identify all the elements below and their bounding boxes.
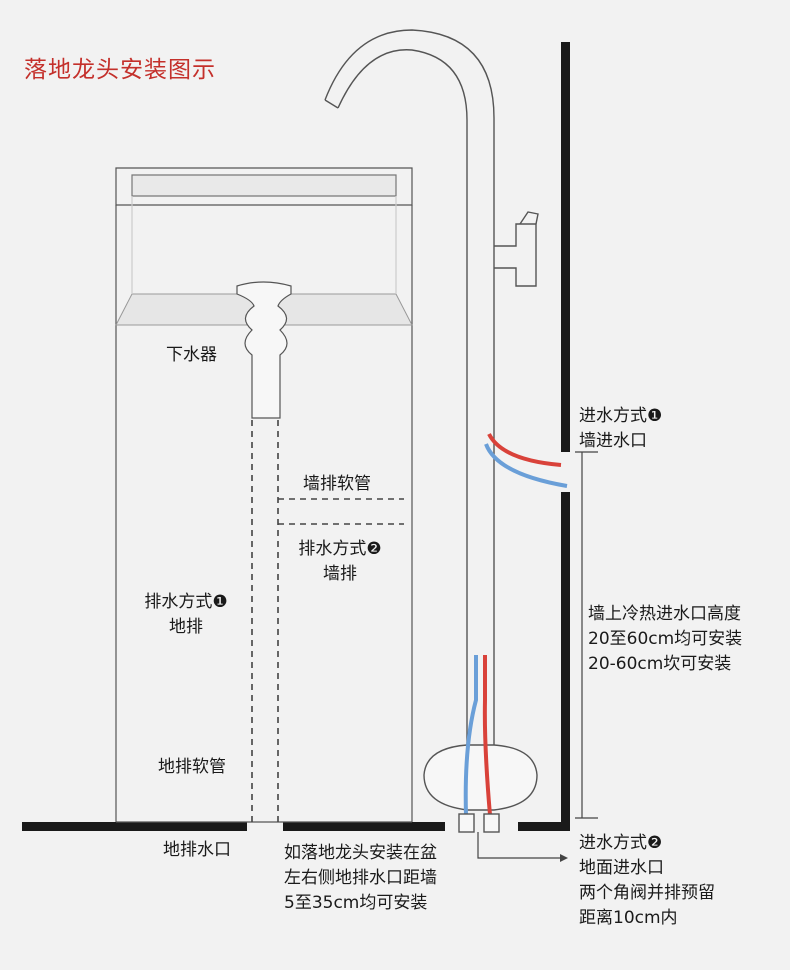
water-inlet-1-title: 进水方式❶	[579, 406, 663, 426]
cold-pipe-floor	[463, 655, 478, 816]
angle-valve-cold	[458, 813, 475, 833]
wall-upper	[561, 42, 570, 452]
floor-note-line-2: 左右侧地排水口距墙	[284, 868, 437, 888]
wall-height-line-3: 20-60cm坎可安装	[588, 654, 732, 674]
faucet-drawing	[324, 29, 539, 811]
drain-dashed	[251, 420, 404, 822]
floor-placement-note: 如落地龙头安装在盆 左右侧地排水口距墙 5至35cm均可安装	[284, 841, 437, 916]
floor-inlet-callout	[477, 832, 560, 859]
floor-left	[22, 822, 247, 831]
water-inlet-2-title: 进水方式❷	[579, 833, 663, 853]
drain-method-2-title: 排水方式❷	[298, 539, 382, 559]
drain-valve-drawing	[236, 281, 292, 419]
floor-note-line-1: 如落地龙头安装在盆	[284, 843, 437, 863]
height-dimension	[575, 452, 598, 819]
cold-pipe-wall	[484, 443, 568, 488]
floor-inlet-line-2: 两个角阀并排预留	[579, 883, 715, 903]
drain-valve-label: 下水器	[166, 345, 217, 365]
wall-drain-text: 墙排	[323, 564, 357, 584]
drain-method-2-label: 排水方式❷ 墙排	[288, 537, 392, 587]
floor-drain-hose-label: 地排软管	[158, 757, 226, 777]
drain-method-1-title: 排水方式❶	[144, 592, 228, 612]
wall-drain-hose-label: 墙排软管	[303, 474, 371, 494]
floor-drain-text: 地排	[169, 617, 203, 637]
floor-mid	[283, 822, 445, 831]
water-inlet-2-label: 进水方式❷ 地面进水口 两个角阀并排预留 距离10cm内	[579, 831, 715, 931]
wall-height-note: 墙上冷热进水口高度 20至60cm均可安装 20-60cm坎可安装	[588, 602, 742, 677]
floor-drain-outlet-label: 地排水口	[163, 840, 231, 860]
hot-pipe-floor	[482, 655, 492, 816]
angle-valve-hot	[483, 813, 500, 833]
floor-inlet-line-1: 地面进水口	[579, 858, 664, 878]
floor-note-line-3: 5至35cm均可安装	[284, 893, 428, 913]
floor-inlet-line-3: 距离10cm内	[579, 908, 678, 928]
hot-pipe-wall	[487, 433, 562, 467]
wall-height-line-2: 20至60cm均可安装	[588, 629, 743, 649]
floor-inlet-arrow	[560, 854, 568, 862]
drain-method-1-label: 排水方式❶ 地排	[134, 590, 238, 640]
wall-lower	[561, 492, 570, 830]
floor-right	[518, 822, 570, 831]
water-inlet-1-label: 进水方式❶ 墙进水口	[579, 404, 662, 454]
diagram-title: 落地龙头安装图示	[24, 57, 216, 83]
wall-water-inlet-text: 墙进水口	[579, 431, 647, 451]
wall-height-line-1: 墙上冷热进水口高度	[588, 604, 741, 624]
